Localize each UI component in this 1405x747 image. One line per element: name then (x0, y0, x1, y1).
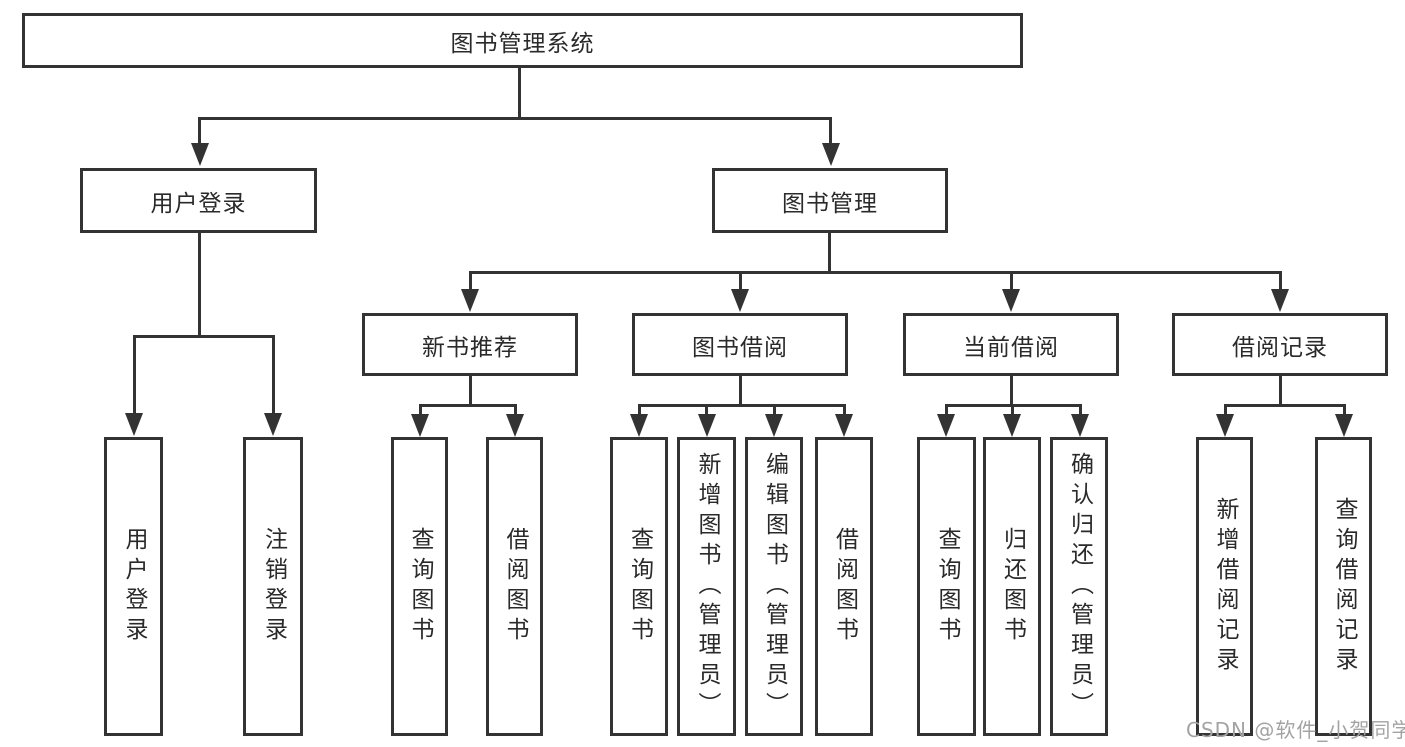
connector-book-mgmt-stem (828, 233, 831, 274)
connector-book-mgmt-branch (469, 271, 1282, 274)
connector-drop (272, 335, 275, 415)
connector-drop (773, 404, 776, 417)
node-book-borrow: 图书借阅 (632, 313, 848, 376)
arrow-down-icon (1216, 414, 1234, 437)
arrow-down-icon (1271, 289, 1289, 312)
connector-drop (1279, 271, 1282, 291)
leaf-borrow-books-borrow: 借阅图书 (815, 437, 873, 736)
leaf-query-books-current: 查询图书 (917, 437, 976, 736)
connector-drop (1079, 404, 1082, 417)
connector-recommend-stem (469, 376, 472, 407)
connector-borrow-stem (739, 376, 742, 407)
leaf-add-book-admin: 新增图书（管理员） (677, 437, 736, 736)
connector-drop (198, 117, 201, 145)
connector-records-stem (1279, 376, 1282, 407)
connector-root-branch (198, 117, 832, 120)
connector-current-stem (1010, 376, 1013, 407)
connector-drop (1010, 271, 1013, 291)
arrow-down-icon (630, 414, 648, 437)
leaf-confirm-return-admin: 确认归还（管理员） (1050, 437, 1108, 736)
connector-borrow-branch (638, 404, 846, 407)
arrow-down-icon (1003, 414, 1021, 437)
connector-drop (739, 271, 742, 291)
arrow-down-icon (731, 289, 749, 312)
leaf-query-books-borrow: 查询图书 (610, 437, 668, 736)
connector-drop (705, 404, 708, 417)
leaf-borrow-books-recommend: 借阅图书 (486, 437, 543, 736)
connector-drop (1011, 404, 1014, 417)
connector-drop (638, 404, 641, 417)
connector-drop (1224, 404, 1227, 417)
arrow-down-icon (1335, 414, 1353, 437)
connector-root-stem (518, 68, 521, 120)
connector-drop (843, 404, 846, 417)
connector-drop (469, 271, 472, 291)
watermark: CSDN @软件_小贺同学 (1186, 718, 1405, 742)
connector-drop (829, 117, 832, 145)
arrow-down-icon (937, 414, 955, 437)
connector-drop (133, 335, 136, 415)
connector-recommend-branch (419, 404, 517, 407)
arrow-down-icon (506, 414, 524, 437)
connector-records-branch (1224, 404, 1346, 407)
leaf-add-borrow-record: 新增借阅记录 (1196, 437, 1253, 736)
node-borrow-records: 借阅记录 (1172, 313, 1388, 376)
arrow-down-icon (765, 414, 783, 437)
leaf-query-borrow-record: 查询借阅记录 (1315, 437, 1372, 736)
arrow-down-icon (461, 289, 479, 312)
arrow-down-icon (822, 143, 840, 166)
node-library-system: 图书管理系统 (22, 13, 1023, 68)
node-user-login: 用户登录 (80, 168, 317, 233)
leaf-user-login: 用户登录 (104, 437, 163, 736)
connector-user-login-branch (133, 335, 275, 338)
arrow-down-icon (125, 413, 143, 436)
arrow-down-icon (1002, 289, 1020, 312)
connector-drop (1343, 404, 1346, 417)
arrow-down-icon (264, 413, 282, 436)
leaf-query-books-recommend: 查询图书 (391, 437, 448, 736)
arrow-down-icon (191, 143, 209, 166)
connector-user-login-stem (198, 233, 201, 337)
connector-drop (945, 404, 948, 417)
arrow-down-icon (835, 414, 853, 437)
leaf-logout: 注销登录 (243, 437, 303, 736)
arrow-down-icon (698, 414, 716, 437)
connector-drop (419, 404, 422, 417)
leaf-edit-book-admin: 编辑图书（管理员） (745, 437, 803, 736)
leaf-return-books: 归还图书 (983, 437, 1041, 736)
node-book-management: 图书管理 (712, 168, 948, 233)
arrow-down-icon (1071, 414, 1089, 437)
node-new-book-recommend: 新书推荐 (362, 313, 578, 376)
node-current-borrow: 当前借阅 (903, 313, 1119, 376)
connector-drop (514, 404, 517, 417)
arrow-down-icon (411, 414, 429, 437)
